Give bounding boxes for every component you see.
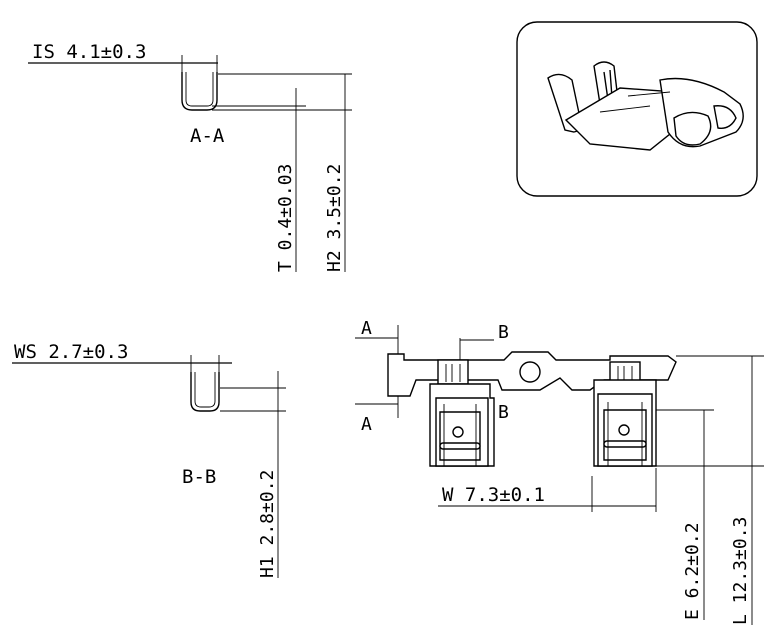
- ws-dimension-label: WS 2.7±0.3: [14, 341, 128, 363]
- bb-section-title: B-B: [182, 466, 216, 488]
- section-b-b: WS 2.7±0.3 B-B H1 2.8±0.2: [12, 341, 286, 578]
- terminal-right: [593, 361, 657, 467]
- e-dimension-label: E 6.2±0.2: [682, 522, 703, 620]
- cut-a-top-label: A: [361, 318, 372, 339]
- product-photo-frame: [516, 21, 758, 197]
- cut-a-bottom-label: A: [361, 414, 372, 435]
- h1-dimension-label: H1 2.8±0.2: [257, 470, 278, 578]
- aa-section-title: A-A: [190, 125, 225, 147]
- aa-profile: [181, 72, 218, 111]
- cut-b-bottom-label: B: [498, 402, 509, 423]
- l-dimension-label: L 12.3±0.3: [730, 517, 751, 625]
- h2-dimension-label: H2 3.5±0.2: [324, 164, 345, 272]
- pilot-hole: [519, 361, 541, 383]
- w-dimension-label: W 7.3±0.1: [442, 484, 545, 506]
- t-dimension-label: T 0.4±0.03: [275, 164, 296, 272]
- main-view: A A B B: [355, 318, 764, 625]
- section-a-a: IS 4.1±0.3 A-A T 0.4±0.03 H2 3.5±0.2: [28, 41, 352, 272]
- is-dimension-label: IS 4.1±0.3: [32, 41, 146, 63]
- terminal-left: [429, 359, 495, 467]
- terminal-3d-icon: [547, 61, 744, 151]
- bb-profile: [190, 372, 220, 412]
- cut-b-top-label: B: [498, 322, 509, 343]
